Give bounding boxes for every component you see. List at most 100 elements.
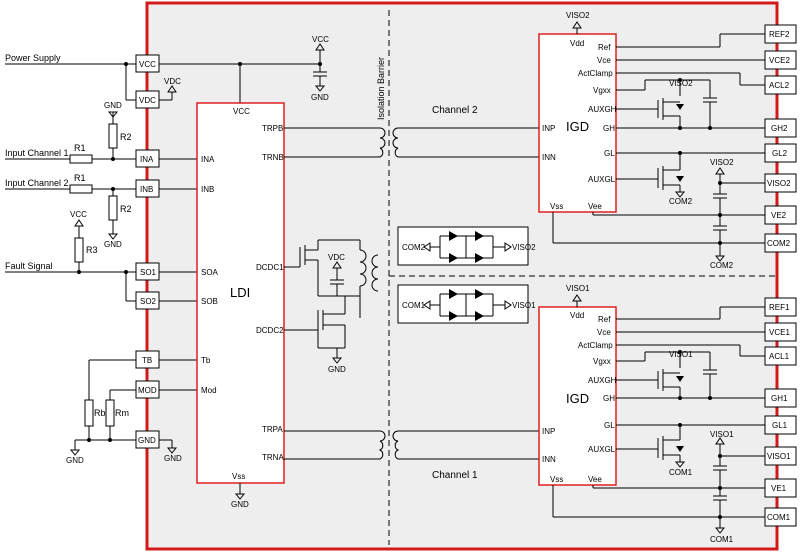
- igd-ch1-wiring: [552, 306, 765, 528]
- igd1-viso1-top: VISO1: [566, 284, 590, 293]
- igd-ch1-pin-labels: Vdd Ref Vce ActClamp Vgxx AUXGH GH GL AU…: [542, 311, 617, 484]
- rect-viso1-label: VISO1: [512, 301, 536, 310]
- rect-viso2-label: VISO2: [512, 243, 536, 252]
- rect-com2-label: COM2: [402, 243, 426, 252]
- fault-signal-label: Fault Signal: [5, 261, 53, 271]
- ldi-ina: INA: [201, 155, 215, 164]
- ldi-name: LDI: [230, 285, 250, 300]
- input-channel-1-label: Input Channel 1: [5, 148, 69, 158]
- pin-ref2: REF2: [769, 30, 790, 39]
- vcc-decoupling: [313, 50, 327, 86]
- ldi-soa: SOA: [201, 268, 219, 277]
- viso2-arrow-icon: [504, 242, 512, 252]
- rectifier-ch1: [397, 284, 529, 324]
- ldi-vcc: VCC: [233, 107, 250, 116]
- viso1-arrow-icon: [504, 300, 512, 310]
- ldi-dcdc1: DCDC1: [256, 263, 284, 272]
- igd1-vss: Vss: [550, 475, 563, 484]
- rectifier-ch2: [397, 226, 529, 266]
- igd1-auxgl: AUXGL: [588, 445, 616, 454]
- gnd-label: GND: [164, 454, 182, 463]
- r2-top-label: R2: [120, 132, 132, 142]
- vdc-label: VDC: [164, 77, 181, 86]
- gnd-icon: [69, 449, 81, 456]
- igd1-auxgh: AUXGH: [588, 376, 617, 385]
- igd2-vgxx: Vgxx: [593, 86, 611, 95]
- vcc-arrow-icon: [315, 43, 325, 51]
- left-wiring: [5, 63, 320, 450]
- ch2-viso2-cap: VISO2: [710, 158, 734, 167]
- pin-so2: SO2: [140, 297, 157, 306]
- com1-arrow-icon: [423, 300, 431, 310]
- ldi-mod: Mod: [201, 386, 217, 395]
- igd2-ref: Ref: [598, 43, 611, 52]
- pin-gl2: GL2: [772, 149, 788, 158]
- igd2-auxgl: AUXGL: [588, 175, 616, 184]
- left-connector-pins: VCC VDC INA INB SO1 SO2 TB MOD GND: [135, 54, 160, 449]
- pin-acl2: ACL2: [769, 81, 790, 90]
- ldi-trnb: TRNB: [262, 153, 284, 162]
- ldi-gnd-label: GND: [231, 500, 249, 509]
- ldi-inb: INB: [201, 185, 214, 194]
- gnd-label: GND: [104, 101, 122, 110]
- pin-com1: COM1: [767, 513, 791, 522]
- igd-chip-ch2: [538, 33, 617, 213]
- ldi-trpb: TRPB: [262, 124, 283, 133]
- pin-gh1: GH1: [771, 394, 788, 403]
- pin-com2: COM2: [767, 239, 791, 248]
- vcc-top-label: VCC: [312, 35, 329, 44]
- gnd-icon: [166, 447, 178, 454]
- ch2-viso2-mos: VISO2: [669, 79, 693, 88]
- ldi-vss: Vss: [232, 472, 245, 481]
- pin-ve1: VE1: [771, 484, 787, 493]
- igd1-vgxx: Vgxx: [593, 357, 611, 366]
- igd1-inp: INP: [542, 427, 555, 436]
- ldi-sob: SOB: [201, 297, 218, 306]
- left-input-labels: Power Supply Input Channel 1 Input Chann…: [5, 53, 69, 271]
- gnd-label: GND: [104, 240, 122, 249]
- igd2-actclamp: ActClamp: [578, 69, 613, 78]
- vcc-arrow-icon: [74, 219, 84, 227]
- gnd-icon: [107, 111, 119, 118]
- igd2-vdd: Vdd: [570, 39, 584, 48]
- igd1-inn: INN: [542, 455, 556, 464]
- channel-2-label: Channel 2: [432, 105, 478, 116]
- right-connector-pins: REF2 VCE2 ACL2 GH2 GL2 VISO2 VE2 COM2 RE…: [764, 24, 797, 527]
- pin-inb: INB: [140, 185, 153, 194]
- com2-arrow-icon: [674, 191, 686, 198]
- isolation-barrier-label: Isolation Barrier: [376, 57, 386, 120]
- igd-ch1-name: IGD: [566, 391, 589, 406]
- gnd-icon: [234, 493, 246, 500]
- pin-viso2: VISO2: [767, 179, 791, 188]
- pin-gnd: GND: [138, 436, 156, 445]
- pin-gh2: GH2: [771, 124, 788, 133]
- pin-tb: TB: [142, 356, 152, 365]
- gnd-top-label: GND: [311, 93, 329, 102]
- pin-vce1: VCE1: [769, 328, 790, 337]
- pin-vcc: VCC: [139, 60, 156, 69]
- r3-label: R3: [86, 245, 98, 255]
- pin-vce2: VCE2: [769, 56, 790, 65]
- ch1-viso1-cap: VISO1: [710, 430, 734, 439]
- rect-com1-label: COM1: [402, 301, 426, 310]
- pin-mod: MOD: [138, 386, 157, 395]
- vcc-label: VCC: [70, 210, 87, 219]
- igd2-inn: INN: [542, 153, 556, 162]
- ch2-mosfet-arrow-icon: [676, 176, 684, 182]
- igd1-vee: Vee: [588, 475, 602, 484]
- dcdc-circuit: [284, 239, 379, 358]
- pin-ve2: VE2: [771, 211, 787, 220]
- pin-gl1: GL1: [772, 421, 788, 430]
- ldi-trpa: TRPA: [262, 425, 283, 434]
- r1-top-label: R1: [74, 143, 86, 153]
- rb-label: Rb: [94, 408, 106, 418]
- dcdc-vdc-label: VDC: [328, 253, 345, 262]
- igd1-ref: Ref: [598, 315, 611, 324]
- ch1-com1-mos: COM1: [669, 468, 693, 477]
- gnd-icon: [331, 357, 343, 364]
- igd2-vce: Vce: [597, 56, 611, 65]
- transformer-ch1: [284, 430, 539, 460]
- ldi-tb: Tb: [201, 356, 211, 365]
- viso2-arrow-icon: [715, 167, 725, 175]
- com1-arrow-icon: [674, 461, 686, 468]
